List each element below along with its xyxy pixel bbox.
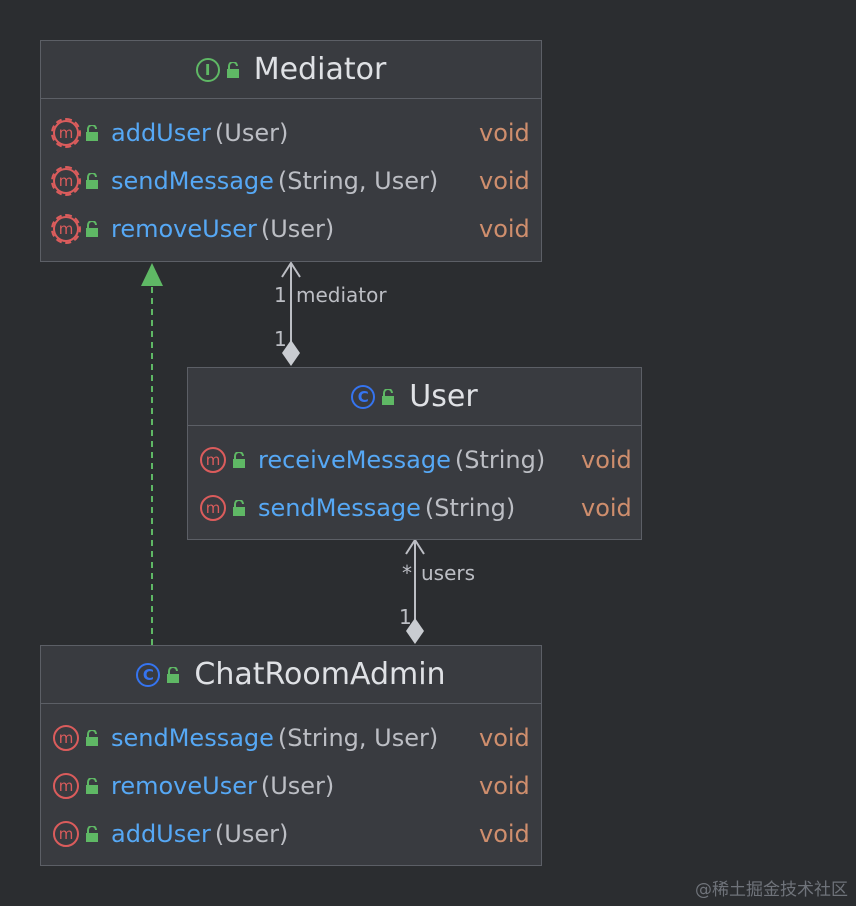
user-header: C User xyxy=(188,368,641,426)
method-name: removeUser xyxy=(111,215,257,243)
method-row[interactable]: m removeUser (User) void xyxy=(41,762,541,810)
public-lock-icon xyxy=(381,388,395,405)
method-params: (User) xyxy=(214,119,289,147)
mediator-role-label: mediator xyxy=(296,283,387,307)
chatroomadmin-header: C ChatRoomAdmin xyxy=(41,646,541,704)
users-source-multiplicity: 1 xyxy=(399,605,412,629)
mediator-open-arrowhead xyxy=(281,261,301,278)
public-lock-icon xyxy=(226,61,240,78)
class-title: ChatRoomAdmin xyxy=(194,657,446,692)
mediator-target-multiplicity: 1 xyxy=(274,283,287,307)
return-type: void xyxy=(479,215,530,243)
mediator-source-multiplicity: 1 xyxy=(274,327,287,351)
method-icon: m xyxy=(53,821,79,847)
realization-arrowhead xyxy=(141,263,163,286)
method-icon: m xyxy=(53,725,79,751)
class-title: Mediator xyxy=(253,52,387,87)
user-class-box[interactable]: C User m receiveMessage (String) void m … xyxy=(187,367,642,540)
method-params: (User) xyxy=(260,215,335,243)
method-name: sendMessage xyxy=(258,494,421,522)
method-params: (User) xyxy=(214,820,289,848)
method-params: (String, User) xyxy=(277,724,439,752)
interface-icon: I xyxy=(195,57,220,82)
users-target-multiplicity: * xyxy=(402,561,412,585)
method-row[interactable]: m removeUser (User) void xyxy=(41,205,541,253)
abstract-method-icon: m xyxy=(51,166,81,196)
return-type: void xyxy=(581,494,632,522)
method-name: addUser xyxy=(111,820,211,848)
method-params: (String, User) xyxy=(277,167,439,195)
return-type: void xyxy=(581,446,632,474)
watermark: @稀土掘金技术社区 xyxy=(695,880,848,900)
public-lock-icon xyxy=(85,778,99,794)
method-name: sendMessage xyxy=(111,724,274,752)
return-type: void xyxy=(479,820,530,848)
users-open-arrowhead xyxy=(405,538,425,555)
public-lock-icon xyxy=(85,221,99,237)
public-lock-icon xyxy=(85,826,99,842)
abstract-method-icon: m xyxy=(51,214,81,244)
mediator-aggregation-diamond xyxy=(282,340,300,366)
method-icon: m xyxy=(53,773,79,799)
method-row[interactable]: m sendMessage (String, User) void xyxy=(41,157,541,205)
public-lock-icon xyxy=(166,666,180,683)
method-row[interactable]: m receiveMessage (String) void xyxy=(188,436,641,484)
public-lock-icon xyxy=(85,730,99,746)
return-type: void xyxy=(479,167,530,195)
mediator-header: I Mediator xyxy=(41,41,541,99)
class-icon: C xyxy=(136,662,161,687)
method-name: addUser xyxy=(111,119,211,147)
method-row[interactable]: m sendMessage (String) void xyxy=(188,484,641,532)
method-row[interactable]: m sendMessage (String, User) void xyxy=(41,714,541,762)
method-name: sendMessage xyxy=(111,167,274,195)
method-row[interactable]: m addUser (User) void xyxy=(41,109,541,157)
users-aggregation-diamond xyxy=(406,618,424,644)
method-name: receiveMessage xyxy=(258,446,451,474)
method-params: (String) xyxy=(424,494,516,522)
chatroomadmin-class-box[interactable]: C ChatRoomAdmin m sendMessage (String, U… xyxy=(40,645,542,866)
class-title: User xyxy=(409,379,478,414)
method-row[interactable]: m addUser (User) void xyxy=(41,810,541,858)
class-icon: C xyxy=(351,384,376,409)
method-params: (String) xyxy=(454,446,546,474)
method-params: (User) xyxy=(260,772,335,800)
method-name: removeUser xyxy=(111,772,257,800)
public-lock-icon xyxy=(85,173,99,189)
return-type: void xyxy=(479,772,530,800)
method-icon: m xyxy=(200,447,226,473)
return-type: void xyxy=(479,119,530,147)
users-role-label: users xyxy=(421,561,476,585)
abstract-method-icon: m xyxy=(51,118,81,148)
public-lock-icon xyxy=(232,500,246,516)
public-lock-icon xyxy=(85,125,99,141)
mediator-interface-box[interactable]: I Mediator m addUser (User) void m sendM… xyxy=(40,40,542,262)
method-icon: m xyxy=(200,495,226,521)
return-type: void xyxy=(479,724,530,752)
public-lock-icon xyxy=(232,452,246,468)
